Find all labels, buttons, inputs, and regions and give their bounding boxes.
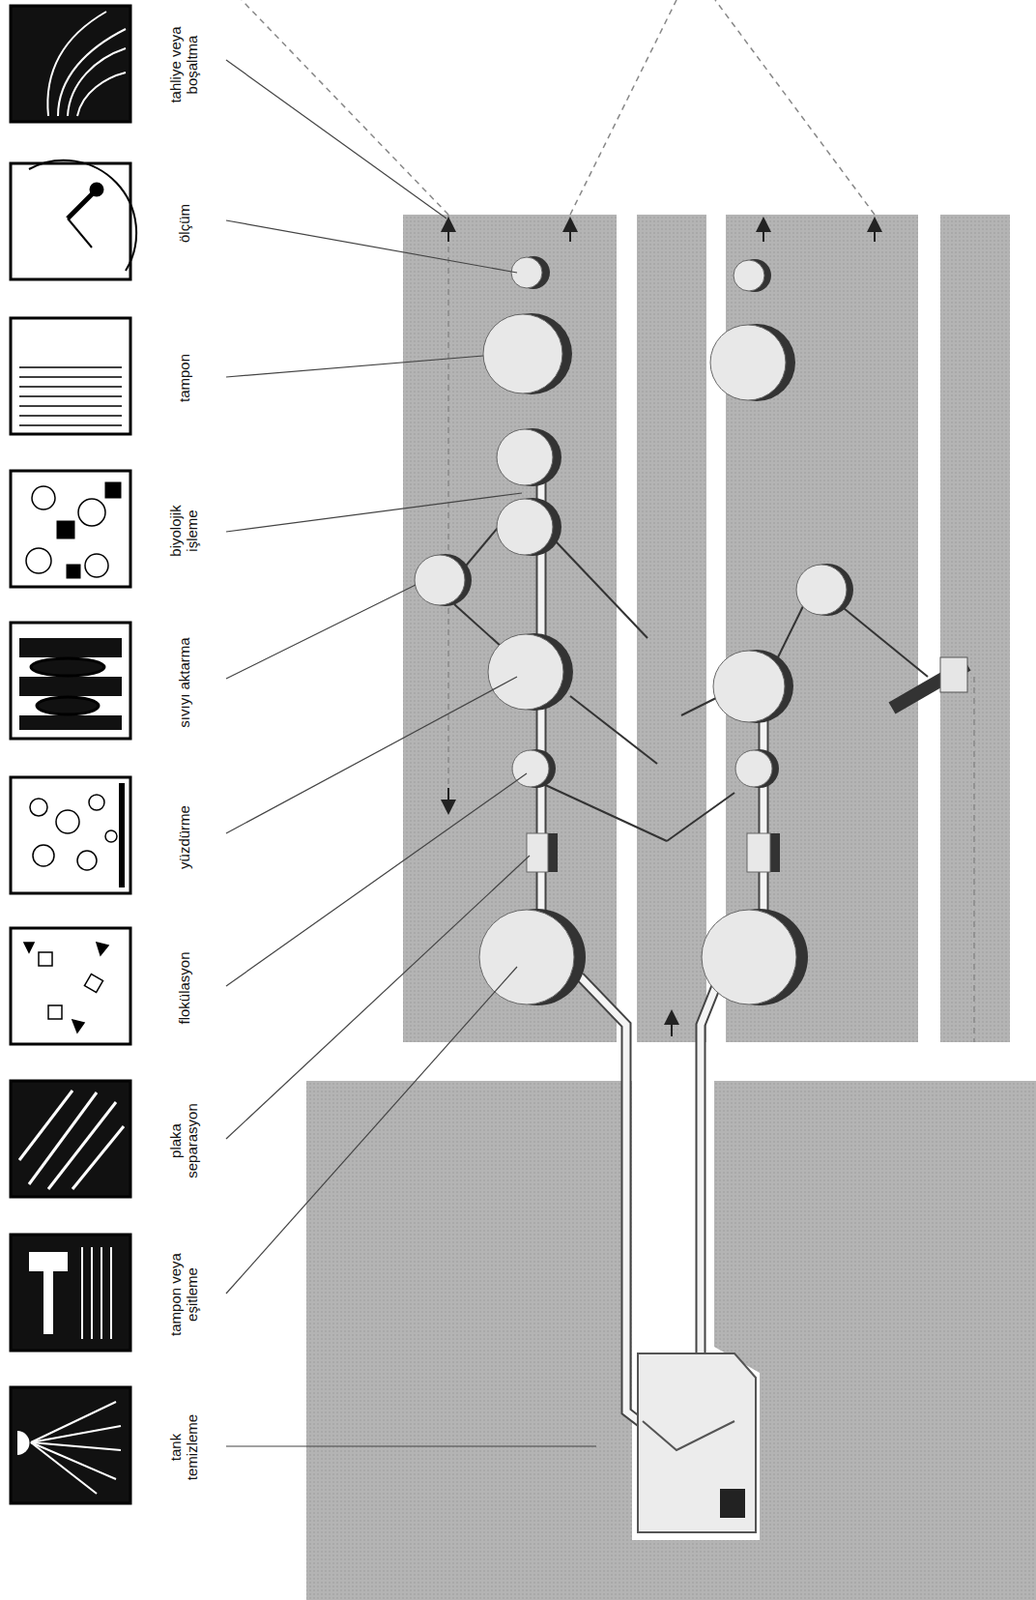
icon-tile: yüzdürme [7,777,227,897]
icon-tile: ölçüm [7,163,227,284]
process-label: tahliye veya boşaltma [167,16,201,114]
icon-tile: tahliye veya boşaltma [7,4,227,125]
icon-tile: flokülasyon [7,927,227,1048]
icon-tile: biyolojik işleme [7,470,227,591]
icon-tile: tank temizleme [7,1386,227,1507]
process-label: tampon [175,329,193,427]
process-label: sıvıyı aktarma [175,633,193,731]
icon-tile: sıvıyı aktarma [7,622,227,743]
process-label: tank temizleme [167,1398,201,1496]
icon-tile: tampon veya eşitleme [7,1234,227,1354]
process-label: yüzdürme [175,788,193,886]
process-label: plaka separasyon [167,1092,201,1189]
icon-tile: plaka separasyon [7,1080,227,1201]
process-label: ölçüm [175,174,193,272]
process-label: flokülasyon [175,939,193,1036]
icon-tile: tampon [7,317,227,438]
process-label: biyolojik işleme [167,482,201,579]
process-label: tampon veya eşitleme [167,1245,201,1343]
